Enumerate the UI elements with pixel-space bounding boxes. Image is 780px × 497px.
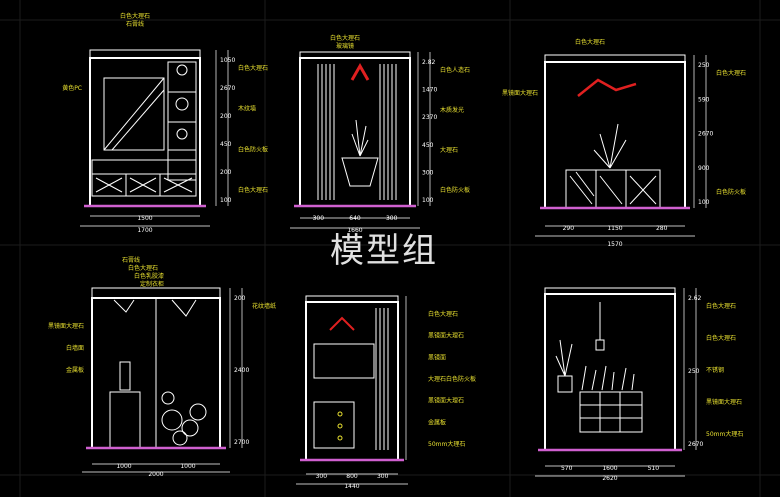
dimension-text: 100: [422, 197, 434, 204]
dimension-text: 2670: [698, 131, 713, 138]
annotation-text-layer: 1500170010502670200450200100白色大理石木纹墙白色防火…: [48, 12, 746, 490]
dimension-text: 1000: [180, 463, 195, 470]
watermark-text: 模型组: [330, 231, 438, 271]
dimension-text: 1570: [607, 241, 622, 248]
dimension-text: 1150: [607, 225, 622, 232]
dimension-text: 2400: [234, 367, 249, 374]
dimension-text: 250: [688, 368, 700, 375]
material-label: 白色防火板: [716, 188, 746, 196]
dimension-text: 200: [234, 295, 246, 302]
dimension-text: 300: [386, 215, 398, 222]
material-label: 黑镜面: [428, 353, 446, 361]
dimension-text: 2670: [220, 85, 235, 92]
dimension-text: 1660: [347, 227, 362, 234]
dimension-text: 590: [698, 96, 710, 103]
slat-panel-right: [379, 64, 397, 200]
material-label: 白色大理石: [330, 34, 360, 42]
elevation-6: [535, 287, 697, 477]
dimension-text: 2.82: [422, 59, 436, 66]
dimension-text: 450: [220, 141, 232, 148]
dimension-text: 2670: [688, 441, 703, 448]
dimension-text: 280: [656, 225, 668, 232]
dimension-text: 2700: [234, 439, 249, 446]
dimension-text: 450: [422, 142, 434, 149]
material-label: 不锈钢: [706, 366, 724, 374]
material-label: 黑镜面大理石: [48, 322, 84, 330]
stripe-panel: [375, 308, 389, 450]
material-label: 金属板: [66, 366, 84, 374]
material-label: 白色大理石: [120, 12, 150, 20]
material-label: 黑镜面大理石: [706, 398, 742, 406]
dimension-text: 300: [422, 169, 434, 176]
dimension-text: 1000: [116, 463, 131, 470]
dimension-text: 1600: [602, 465, 617, 472]
dimension-text: 2.62: [688, 295, 702, 302]
dimension-text: 300: [316, 473, 328, 480]
elevation-2: [290, 51, 431, 229]
dimension-text: 300: [313, 215, 325, 222]
material-label: 白色大理石: [706, 334, 736, 342]
dimension-text: 2000: [148, 471, 163, 478]
dimension-text: 1700: [137, 227, 152, 234]
material-label: 大理石: [440, 146, 458, 154]
slat-panel-left: [317, 64, 335, 200]
material-label: 白色大理石: [238, 186, 268, 194]
material-label: 黑镜面大理石: [502, 89, 538, 97]
elevation-3: [535, 54, 707, 237]
elevation-5: [296, 295, 408, 485]
material-label: 白色人造石: [440, 66, 470, 74]
material-label: 石膏线: [122, 256, 140, 264]
dimension-text: 2620: [602, 475, 617, 482]
material-label: 白色大理石: [238, 64, 268, 72]
dimension-text: 200: [220, 113, 232, 120]
dimension-text: 510: [648, 465, 660, 472]
dimension-text: 1470: [422, 87, 437, 94]
material-label: 黄色PC: [62, 84, 82, 92]
material-label: 白墙面: [66, 344, 84, 352]
material-label: 50mm大理石: [428, 440, 465, 448]
dimension-text: 1050: [220, 57, 235, 64]
material-label: 白色大理石: [128, 264, 158, 272]
dimension-text: 290: [563, 225, 575, 232]
material-label: 白色防火板: [440, 186, 470, 194]
material-label: 白色防火板: [238, 145, 268, 153]
material-label: 白色大理石: [716, 69, 746, 77]
material-label: 木纹墙: [238, 105, 256, 113]
dimension-text: 1500: [137, 215, 152, 222]
dimension-text: 250: [698, 62, 710, 69]
dimension-text: 300: [377, 473, 389, 480]
material-label: 黑镜面大理石: [428, 332, 464, 340]
dimension-text: 100: [698, 199, 710, 206]
dimension-text: 800: [346, 473, 358, 480]
dimension-text: 1440: [344, 483, 359, 490]
material-label: 玻璃镜: [336, 42, 354, 50]
dimension-text: 100: [220, 197, 232, 204]
material-label: 木质发光: [440, 106, 464, 114]
material-label: 白色大理石: [706, 302, 736, 310]
material-label: 大理石白色防火板: [428, 375, 476, 383]
material-label: 金属板: [428, 418, 446, 426]
dimension-text: 200: [220, 169, 232, 176]
dimension-text: 2370: [422, 114, 437, 121]
material-label: 50mm大理石: [706, 430, 743, 438]
material-label: 花纹墙纸: [252, 302, 276, 310]
material-label: 定制衣柜: [140, 280, 164, 288]
material-label: 黑镜面大理石: [428, 397, 464, 405]
material-label: 石膏线: [126, 20, 144, 28]
dimension-text: 640: [349, 215, 361, 222]
elevation-1: [80, 49, 229, 227]
dimension-text: 570: [561, 465, 573, 472]
elevation-4: [82, 287, 243, 473]
material-label: 白色乳胶漆: [134, 272, 164, 280]
material-label: 白色大理石: [428, 310, 458, 318]
dimension-text: 900: [698, 165, 710, 172]
material-label: 白色大理石: [575, 38, 605, 46]
